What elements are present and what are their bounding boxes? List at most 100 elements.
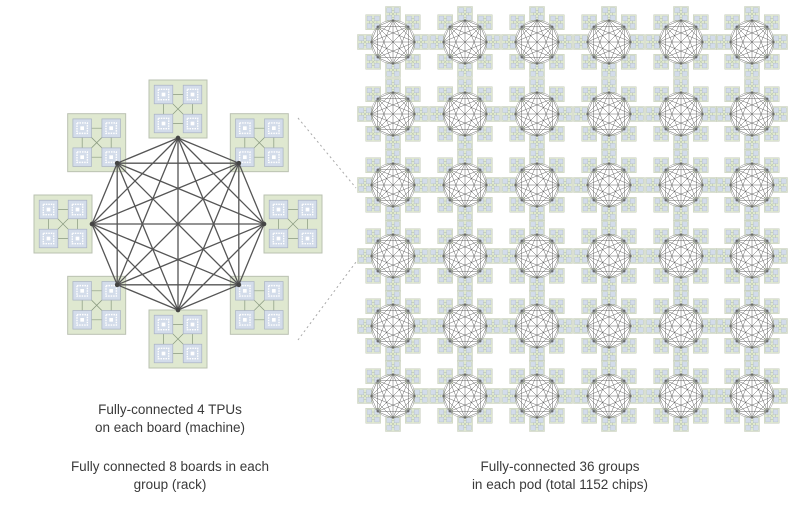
tpu-chip bbox=[366, 397, 372, 403]
board-link bbox=[377, 19, 394, 27]
tpu-chip bbox=[662, 205, 668, 212]
tpu-chip bbox=[682, 214, 688, 220]
board-link bbox=[514, 184, 538, 208]
chip-core bbox=[190, 121, 195, 126]
tpu-chip bbox=[566, 397, 572, 403]
tpu-chip bbox=[458, 221, 464, 227]
tpu-chip bbox=[486, 35, 492, 41]
tpu-chip bbox=[386, 87, 392, 93]
group-ring bbox=[370, 91, 416, 137]
tpu-board bbox=[485, 106, 501, 122]
board-link bbox=[696, 113, 704, 130]
tpu-chip bbox=[438, 166, 445, 172]
chip-icon bbox=[76, 151, 89, 164]
board-link bbox=[665, 98, 704, 115]
tpu-chip bbox=[630, 186, 636, 192]
tpu-chip bbox=[674, 214, 680, 220]
pod-group bbox=[573, 290, 645, 362]
tpu-chip bbox=[638, 43, 644, 49]
tpu-chip bbox=[458, 135, 464, 141]
tpu-chip bbox=[518, 158, 524, 165]
group-ring bbox=[658, 19, 704, 65]
tpu-chip bbox=[518, 276, 524, 283]
tpu-chip bbox=[406, 62, 412, 69]
tpu-board bbox=[385, 205, 401, 221]
board-link bbox=[480, 41, 488, 58]
tpu-chip bbox=[386, 347, 392, 353]
tpu-chip bbox=[394, 369, 400, 375]
board-link bbox=[729, 98, 737, 115]
tpu-chip bbox=[654, 23, 661, 29]
board-link bbox=[464, 19, 481, 27]
tpu-chip bbox=[530, 15, 536, 21]
tpu-chip bbox=[494, 178, 500, 184]
tpu-chip bbox=[753, 347, 759, 353]
tpu-board bbox=[701, 34, 717, 50]
tpu-chip bbox=[374, 205, 380, 212]
tpu-chip bbox=[458, 71, 464, 77]
board-link bbox=[665, 57, 682, 65]
board-link bbox=[736, 26, 753, 65]
tpu-chip bbox=[538, 291, 544, 297]
pod-group bbox=[716, 78, 788, 150]
board-link bbox=[552, 26, 560, 43]
tpu-chip bbox=[430, 115, 436, 121]
tpu-chip bbox=[753, 291, 759, 297]
tpu-board bbox=[716, 106, 732, 122]
tpu-board bbox=[601, 78, 617, 94]
tpu-chip bbox=[438, 62, 445, 69]
tpu-chip bbox=[414, 35, 420, 41]
board-link bbox=[480, 98, 488, 115]
tpu-chip bbox=[530, 158, 536, 164]
tpu-chip bbox=[745, 214, 751, 220]
board-link bbox=[680, 57, 697, 65]
board-link bbox=[586, 41, 594, 58]
tpu-chip bbox=[566, 249, 572, 255]
board-link bbox=[442, 113, 466, 137]
tpu-chip bbox=[772, 166, 779, 172]
tpu-chip bbox=[366, 205, 373, 212]
board-link bbox=[658, 26, 666, 43]
tpu-chip bbox=[781, 35, 787, 41]
tpu-chip bbox=[386, 79, 392, 85]
tpu-chip bbox=[458, 277, 464, 283]
tpu-chip bbox=[485, 346, 492, 353]
tpu-chip bbox=[646, 35, 652, 41]
tpu-chip bbox=[701, 15, 708, 22]
chip-core bbox=[80, 288, 85, 293]
tpu-chip bbox=[466, 63, 472, 69]
board-link bbox=[521, 169, 560, 186]
tpu-chip bbox=[772, 158, 779, 165]
tpu-chip bbox=[590, 205, 596, 212]
tpu-chip bbox=[485, 134, 492, 141]
tpu-chip bbox=[646, 257, 652, 263]
tpu-board bbox=[601, 6, 617, 22]
tpu-chip bbox=[582, 369, 589, 376]
tpu-chip bbox=[494, 107, 500, 113]
tpu-chip bbox=[654, 416, 661, 423]
tpu-chip bbox=[574, 35, 580, 41]
pod-group bbox=[501, 290, 573, 362]
tpu-board bbox=[148, 79, 208, 139]
board-link bbox=[377, 200, 394, 208]
tpu-chip bbox=[374, 87, 380, 94]
tpu-chip bbox=[745, 229, 751, 235]
board-link bbox=[449, 169, 481, 201]
tpu-chip bbox=[530, 150, 536, 156]
tpu-chip bbox=[725, 166, 732, 172]
tpu-chip bbox=[753, 425, 759, 431]
tpu-chip bbox=[438, 369, 445, 376]
tpu-chip bbox=[557, 23, 564, 29]
board-link bbox=[377, 129, 394, 137]
tpu-board bbox=[385, 78, 401, 94]
tpu-chip bbox=[413, 205, 420, 212]
tpu-chip bbox=[413, 237, 420, 243]
tpu-chip bbox=[753, 229, 759, 235]
board-link bbox=[377, 162, 394, 170]
tpu-chip bbox=[602, 229, 608, 235]
pod-group bbox=[501, 6, 573, 78]
tpu-chip bbox=[413, 416, 420, 423]
tpu-chip bbox=[366, 237, 373, 243]
board-link bbox=[449, 57, 466, 65]
tpu-chip bbox=[466, 229, 472, 235]
